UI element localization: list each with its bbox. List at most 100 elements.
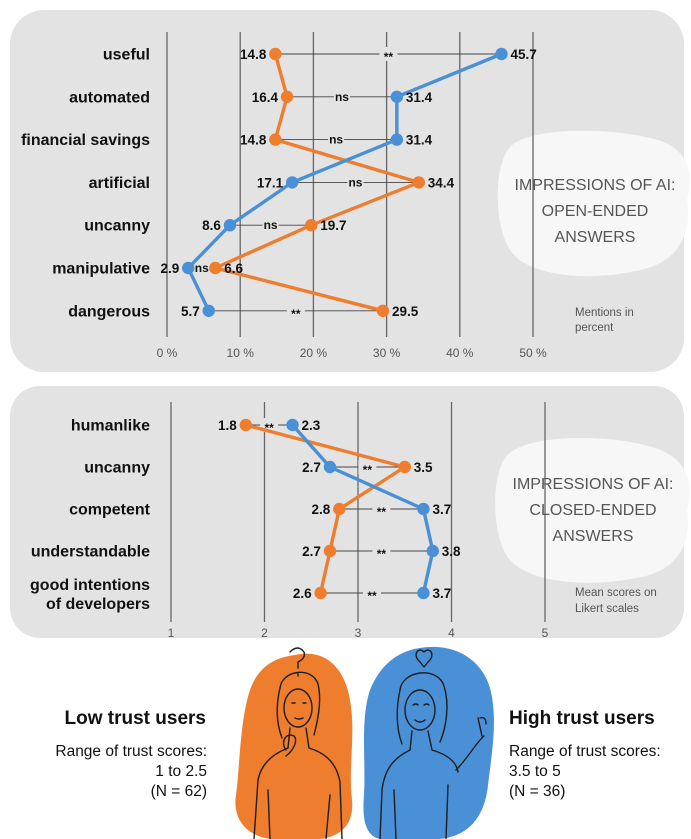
closed-ended-chart: humanlikeuncannycompetentunderstandableg… bbox=[30, 418, 461, 614]
open-ended-value-label: 31.4 bbox=[406, 133, 433, 148]
open-ended-point-high-trust bbox=[390, 90, 404, 104]
closed-ended-point-high-trust bbox=[426, 544, 439, 558]
closed-ended-value-label: 2.7 bbox=[302, 544, 321, 559]
open-ended-point-high-trust bbox=[390, 133, 404, 146]
open-ended-value-label: 5.7 bbox=[181, 304, 200, 319]
open-ended-panel bbox=[10, 10, 684, 372]
open-ended-tick-label: 50 % bbox=[519, 346, 547, 360]
closed-ended-value-label: 2.6 bbox=[293, 586, 312, 601]
closed-ended-significance-bg bbox=[363, 586, 382, 600]
open-ended-category-label: financial savings bbox=[21, 132, 150, 149]
open-ended-significance-label: ns bbox=[335, 90, 349, 104]
open-ended-significance-bg bbox=[286, 303, 305, 318]
open-ended-point-high-trust bbox=[182, 261, 195, 275]
high-trust-range-value: 3.5 to 5 bbox=[509, 763, 561, 780]
closed-ended-value-label: 1.8 bbox=[218, 418, 237, 433]
open-ended-chart: useful automated financial savings artifici… bbox=[21, 47, 537, 321]
high-trust-illustration bbox=[363, 646, 494, 839]
open-ended-value-label: 16.4 bbox=[252, 90, 279, 105]
open-ended-significance-label: ns bbox=[195, 261, 209, 275]
open-ended-category-label: uncanny bbox=[84, 218, 150, 235]
closed-ended-significance-label: ** bbox=[377, 505, 387, 519]
open-ended-point-low-trust bbox=[412, 176, 426, 189]
open-ended-axis-note-line-1: Mentions in bbox=[575, 307, 634, 319]
closed-ended-point-low-trust bbox=[239, 418, 252, 432]
closed-ended-category-label: of developers bbox=[46, 596, 150, 613]
open-ended-point-low-trust bbox=[209, 261, 222, 275]
closed-ended-category-label: good intentions bbox=[30, 577, 150, 594]
closed-ended-axis-note-line-2: Likert scales bbox=[575, 603, 639, 615]
open-ended-gridlines: 0 % 10 % 20 % 30 % 40 % 50 % bbox=[157, 32, 547, 360]
low-trust-illustration bbox=[235, 647, 353, 839]
open-ended-category-label: dangerous bbox=[68, 303, 150, 320]
open-ended-value-label: 29.5 bbox=[392, 304, 419, 319]
closed-ended-panel bbox=[10, 386, 684, 638]
closed-ended-value-label: 2.7 bbox=[302, 460, 321, 475]
closed-ended-point-low-trust bbox=[333, 502, 346, 516]
high-trust-title: High trust users bbox=[509, 708, 655, 729]
high-trust-n: (N = 36) bbox=[509, 783, 566, 800]
high-trust-blob bbox=[363, 646, 494, 839]
low-trust-range-label: Range of trust scores: bbox=[55, 743, 207, 760]
open-ended-value-label: 34.4 bbox=[428, 175, 455, 190]
open-ended-significance-label: ns bbox=[348, 175, 362, 189]
low-trust-title: Low trust users bbox=[64, 708, 206, 729]
low-trust-range-value: 1 to 2.5 bbox=[155, 763, 207, 780]
open-ended-value-label: 31.4 bbox=[406, 90, 433, 105]
closed-ended-axis-note-line-1: Mean scores on bbox=[575, 587, 657, 599]
open-ended-title-bubble bbox=[497, 130, 690, 277]
closed-ended-significance-bg bbox=[372, 544, 391, 558]
closed-ended-category-label: understandable bbox=[31, 544, 150, 561]
open-ended-significance-bg bbox=[262, 218, 279, 233]
open-ended-point-low-trust bbox=[305, 219, 318, 232]
closed-ended-tick-label: 2 bbox=[261, 626, 268, 640]
closed-ended-value-label: 2.3 bbox=[302, 418, 321, 433]
closed-ended-point-low-trust bbox=[398, 460, 411, 474]
closed-ended-significance-label: ** bbox=[265, 421, 275, 435]
closed-ended-significance-bg bbox=[358, 460, 377, 474]
open-ended-category-label: useful bbox=[103, 47, 150, 64]
closed-ended-title-bubble bbox=[495, 437, 690, 583]
open-ended-significance-label: ns bbox=[329, 133, 343, 147]
closed-ended-title-line-2: CLOSED-ENDED bbox=[529, 502, 656, 519]
open-ended-significance-bg bbox=[333, 89, 350, 104]
closed-ended-value-label: 3.8 bbox=[442, 544, 461, 559]
open-ended-tick-label: 40 % bbox=[446, 346, 474, 360]
closed-ended-tick-label: 4 bbox=[448, 626, 455, 640]
closed-ended-title-line-1: IMPRESSIONS OF AI: bbox=[513, 476, 674, 493]
open-ended-value-label: 17.1 bbox=[257, 175, 284, 190]
open-ended-category-label: automated bbox=[69, 89, 150, 106]
open-ended-point-low-trust bbox=[269, 47, 282, 61]
low-trust-n: (N = 62) bbox=[150, 783, 207, 800]
open-ended-title-line-3: ANSWERS bbox=[555, 229, 636, 246]
closed-ended-tick-label: 5 bbox=[542, 626, 549, 640]
closed-ended-significance-bg bbox=[372, 502, 391, 516]
open-ended-tick-label: 0 % bbox=[157, 346, 178, 360]
open-ended-tick-label: 20 % bbox=[300, 346, 328, 360]
closed-ended-point-low-trust bbox=[314, 586, 327, 600]
closed-ended-point-high-trust bbox=[417, 502, 430, 516]
high-trust-range-label: Range of trust scores: bbox=[509, 743, 661, 760]
open-ended-value-label: 14.8 bbox=[240, 133, 267, 148]
closed-ended-significance-label: ** bbox=[377, 547, 387, 561]
closed-ended-value-label: 3.7 bbox=[432, 502, 451, 517]
open-ended-significance-label: ns bbox=[264, 218, 278, 232]
closed-ended-tick-label: 3 bbox=[355, 626, 362, 640]
open-ended-significance-bg bbox=[193, 261, 210, 275]
closed-ended-point-low-trust bbox=[323, 544, 337, 558]
open-ended-point-high-trust bbox=[495, 47, 508, 61]
closed-ended-value-label: 3.7 bbox=[432, 586, 451, 601]
open-ended-significance-bg bbox=[379, 47, 398, 61]
open-ended-tick-label: 30 % bbox=[373, 346, 401, 360]
closed-ended-value-label: 3.5 bbox=[414, 460, 433, 475]
open-ended-significance-label: ** bbox=[384, 50, 394, 64]
open-ended-point-high-trust bbox=[202, 304, 215, 317]
closed-ended-category-label: competent bbox=[69, 502, 151, 519]
open-ended-point-low-trust bbox=[280, 90, 294, 104]
open-ended-tick-label: 10 % bbox=[227, 346, 255, 360]
open-ended-value-label: 45.7 bbox=[511, 47, 537, 62]
closed-ended-value-label: 2.8 bbox=[312, 502, 331, 517]
open-ended-category-label: artificial bbox=[89, 175, 150, 192]
